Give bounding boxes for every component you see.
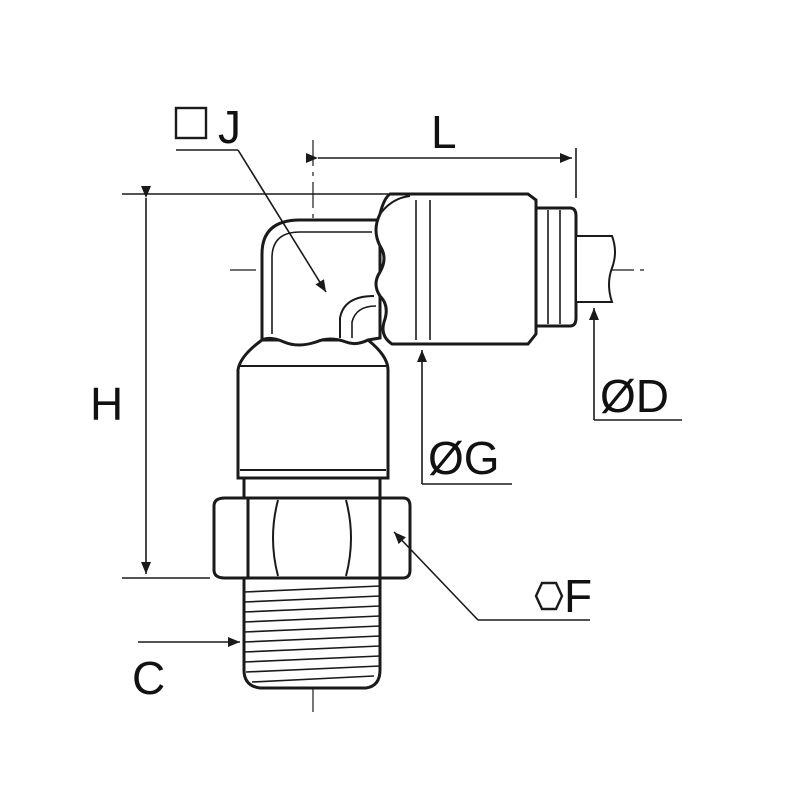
dimension-h: [122, 186, 388, 579]
dimension-l-label: L: [431, 106, 457, 158]
hex-nut: [212, 496, 412, 580]
collet-body: [374, 192, 538, 346]
dimension-c-label: C: [132, 652, 165, 704]
dimension-h-label: H: [90, 378, 123, 430]
hexagon-icon: [534, 581, 564, 611]
dimension-j: [176, 149, 327, 293]
collar: [242, 476, 382, 500]
dimension-f-label: F: [564, 570, 592, 622]
dimension-d-label: ØD: [600, 370, 669, 422]
dimension-j-label: J: [218, 101, 241, 153]
dimension-g: [417, 350, 512, 485]
release-ring: [534, 206, 578, 328]
dimension-d: [589, 308, 682, 421]
tube: [575, 235, 616, 303]
dimension-g-label: ØG: [428, 432, 500, 484]
dimension-l: [306, 148, 577, 198]
square-icon: [174, 106, 208, 140]
male-thread: [242, 578, 382, 690]
body-vertical: [236, 338, 390, 480]
dimension-f: [393, 531, 590, 621]
